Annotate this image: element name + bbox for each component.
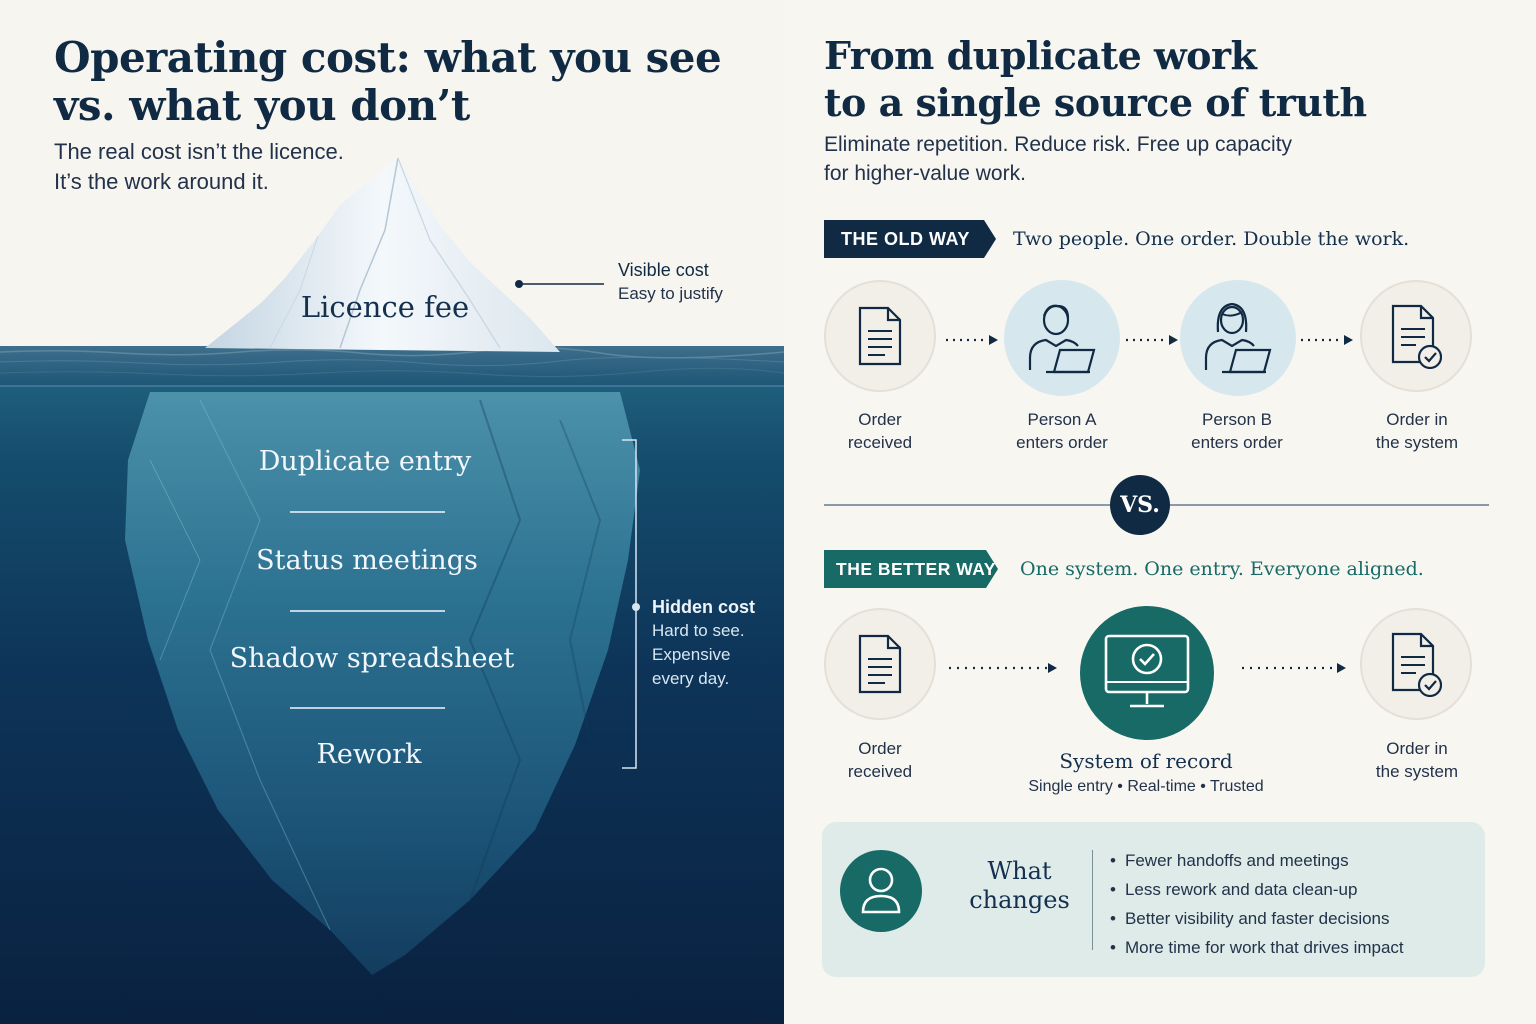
arrow-right-icon	[1242, 663, 1346, 673]
hidden-cost-line: Hard to see.	[652, 621, 745, 640]
step-label-line: the system	[1375, 762, 1459, 781]
document-icon	[824, 280, 936, 392]
system-of-record-subtitle: Single entry • Real-time • Trusted	[1028, 778, 1264, 795]
hidden-item-shadow-spreadsheet: Shadow spreadsheet	[229, 643, 515, 674]
step-label-line: Person B	[1202, 410, 1272, 429]
iceberg-illustration	[0, 157, 784, 1024]
right-subtitle-line: for higher-value work.	[824, 162, 1026, 185]
hidden-cost-callout: Hidden cost Hard to see. Expensive every…	[652, 595, 755, 691]
iceberg-panel: Operating cost: what you see vs. what yo…	[0, 33, 784, 1024]
arrow-right-icon	[1301, 335, 1353, 345]
better-step-order-in-system: Order in the system	[1342, 737, 1492, 783]
what-changes-divider	[1092, 850, 1093, 950]
step-label-line: enters order	[1016, 433, 1108, 452]
left-subtitle-line: It’s the work around it.	[54, 169, 269, 194]
right-title-line: From duplicate work	[824, 33, 1257, 78]
document-check-icon	[1360, 608, 1472, 720]
list-item: More time for work that drives impact	[1110, 933, 1404, 962]
hidden-item-rework: Rework	[316, 739, 422, 770]
left-title-line: Operating cost: what you see	[54, 33, 722, 82]
step-label-line: the system	[1375, 433, 1459, 452]
process-panel: From duplicate work to a single source o…	[784, 0, 1536, 1024]
licence-fee-label: Licence fee	[300, 290, 470, 324]
list-item: Better visibility and faster decisions	[1110, 904, 1404, 933]
vs-badge: VS.	[1110, 475, 1170, 535]
step-label-line: Order	[858, 410, 902, 429]
what-changes-title: What changes	[962, 857, 1077, 915]
what-changes-card: What changes Fewer handoffs and meetings…	[822, 822, 1485, 977]
better-step-order-received: Order received	[805, 737, 955, 783]
monitor-check-icon	[1080, 606, 1214, 740]
arrow-right-icon	[1126, 335, 1178, 345]
step-label-line: received	[847, 762, 913, 781]
left-title-line: vs. what you don’t	[54, 81, 470, 130]
step-label-line: Order in	[1386, 410, 1448, 429]
old-way-tagline: Two people. One order. Double the work.	[1013, 228, 1410, 250]
step-label-line: Order	[858, 739, 902, 758]
left-subtitle: The real cost isn’t the licence. It’s th…	[54, 137, 344, 197]
hidden-cost-line: every day.	[652, 669, 730, 688]
better-way-tagline: One system. One entry. Everyone aligned.	[1020, 558, 1424, 580]
visible-cost-callout: Visible cost Easy to justify	[618, 258, 723, 306]
what-changes-title-line: changes	[969, 886, 1070, 914]
arrow-right-icon	[949, 663, 1057, 673]
visible-cost-heading: Visible cost	[618, 260, 709, 280]
man-laptop-icon	[1004, 280, 1120, 396]
what-changes-list: Fewer handoffs and meetings Less rework …	[1110, 846, 1404, 962]
right-title-line: to a single source of truth	[824, 80, 1367, 125]
arrow-right-icon	[946, 335, 998, 345]
left-title: Operating cost: what you see vs. what yo…	[54, 34, 754, 130]
woman-laptop-icon	[1180, 280, 1296, 396]
hidden-cost-heading: Hidden cost	[652, 597, 756, 617]
hidden-item-status-meetings: Status meetings	[256, 545, 478, 576]
right-subtitle: Eliminate repetition. Reduce risk. Free …	[824, 130, 1292, 188]
system-of-record-title: System of record	[1059, 749, 1233, 773]
old-step-order-in-system: Order in the system	[1342, 408, 1492, 454]
document-check-icon	[1360, 280, 1472, 392]
old-step-person-a: Person A enters order	[987, 408, 1137, 454]
right-title: From duplicate work to a single source o…	[824, 32, 1367, 126]
left-subtitle-line: The real cost isn’t the licence.	[54, 139, 344, 164]
list-item: Less rework and data clean-up	[1110, 875, 1404, 904]
step-label-line: received	[847, 433, 913, 452]
old-step-order-received: Order received	[805, 408, 955, 454]
old-way-tag: THE OLD WAY	[824, 220, 996, 258]
better-way-tag: THE BETTER WAY	[824, 550, 998, 588]
right-subtitle-line: Eliminate repetition. Reduce risk. Free …	[824, 133, 1293, 156]
document-icon	[824, 608, 936, 720]
person-icon	[840, 850, 922, 932]
step-label-line: Order in	[1386, 739, 1448, 758]
list-item: Fewer handoffs and meetings	[1110, 846, 1404, 875]
hidden-cost-line: Expensive	[652, 645, 731, 664]
what-changes-title-line: What	[987, 857, 1052, 885]
old-step-person-b: Person B enters order	[1162, 408, 1312, 454]
hidden-item-duplicate-entry: Duplicate entry	[258, 446, 472, 477]
visible-cost-text: Easy to justify	[618, 284, 723, 303]
step-label-line: enters order	[1191, 433, 1283, 452]
step-label-line: Person A	[1027, 410, 1097, 429]
